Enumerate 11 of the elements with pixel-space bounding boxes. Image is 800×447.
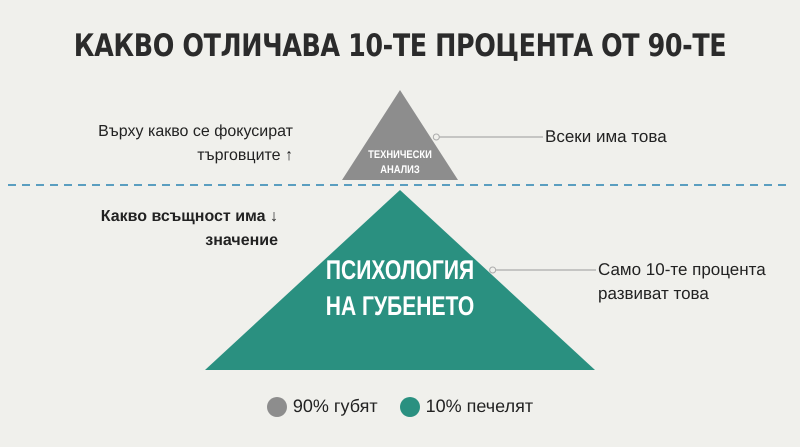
callout-text: Само 10-те процента развиват това [598, 258, 768, 306]
legend-label: 10% печелят [426, 396, 534, 417]
pyramid-label: ТЕХНИЧЕСКИ АНАЛИЗ [367, 148, 433, 178]
note-text: Какво всъщност има ↓ значение [100, 207, 278, 251]
title: КАКВО ОТЛИЧАВА 10-ТЕ ПРОЦЕНТА ОТ 90-ТЕ [72, 28, 728, 64]
leader-line [432, 134, 543, 140]
callout-text: Всеки има това [545, 125, 745, 149]
legend-label: 90% губят [292, 396, 378, 417]
pyramid-label: ПСИХОЛОГИЯ НА ГУБЕНЕТО [324, 254, 476, 324]
note-text: Върху какво се фокусират търговците ↑ [97, 122, 293, 166]
leader-line [489, 266, 596, 274]
